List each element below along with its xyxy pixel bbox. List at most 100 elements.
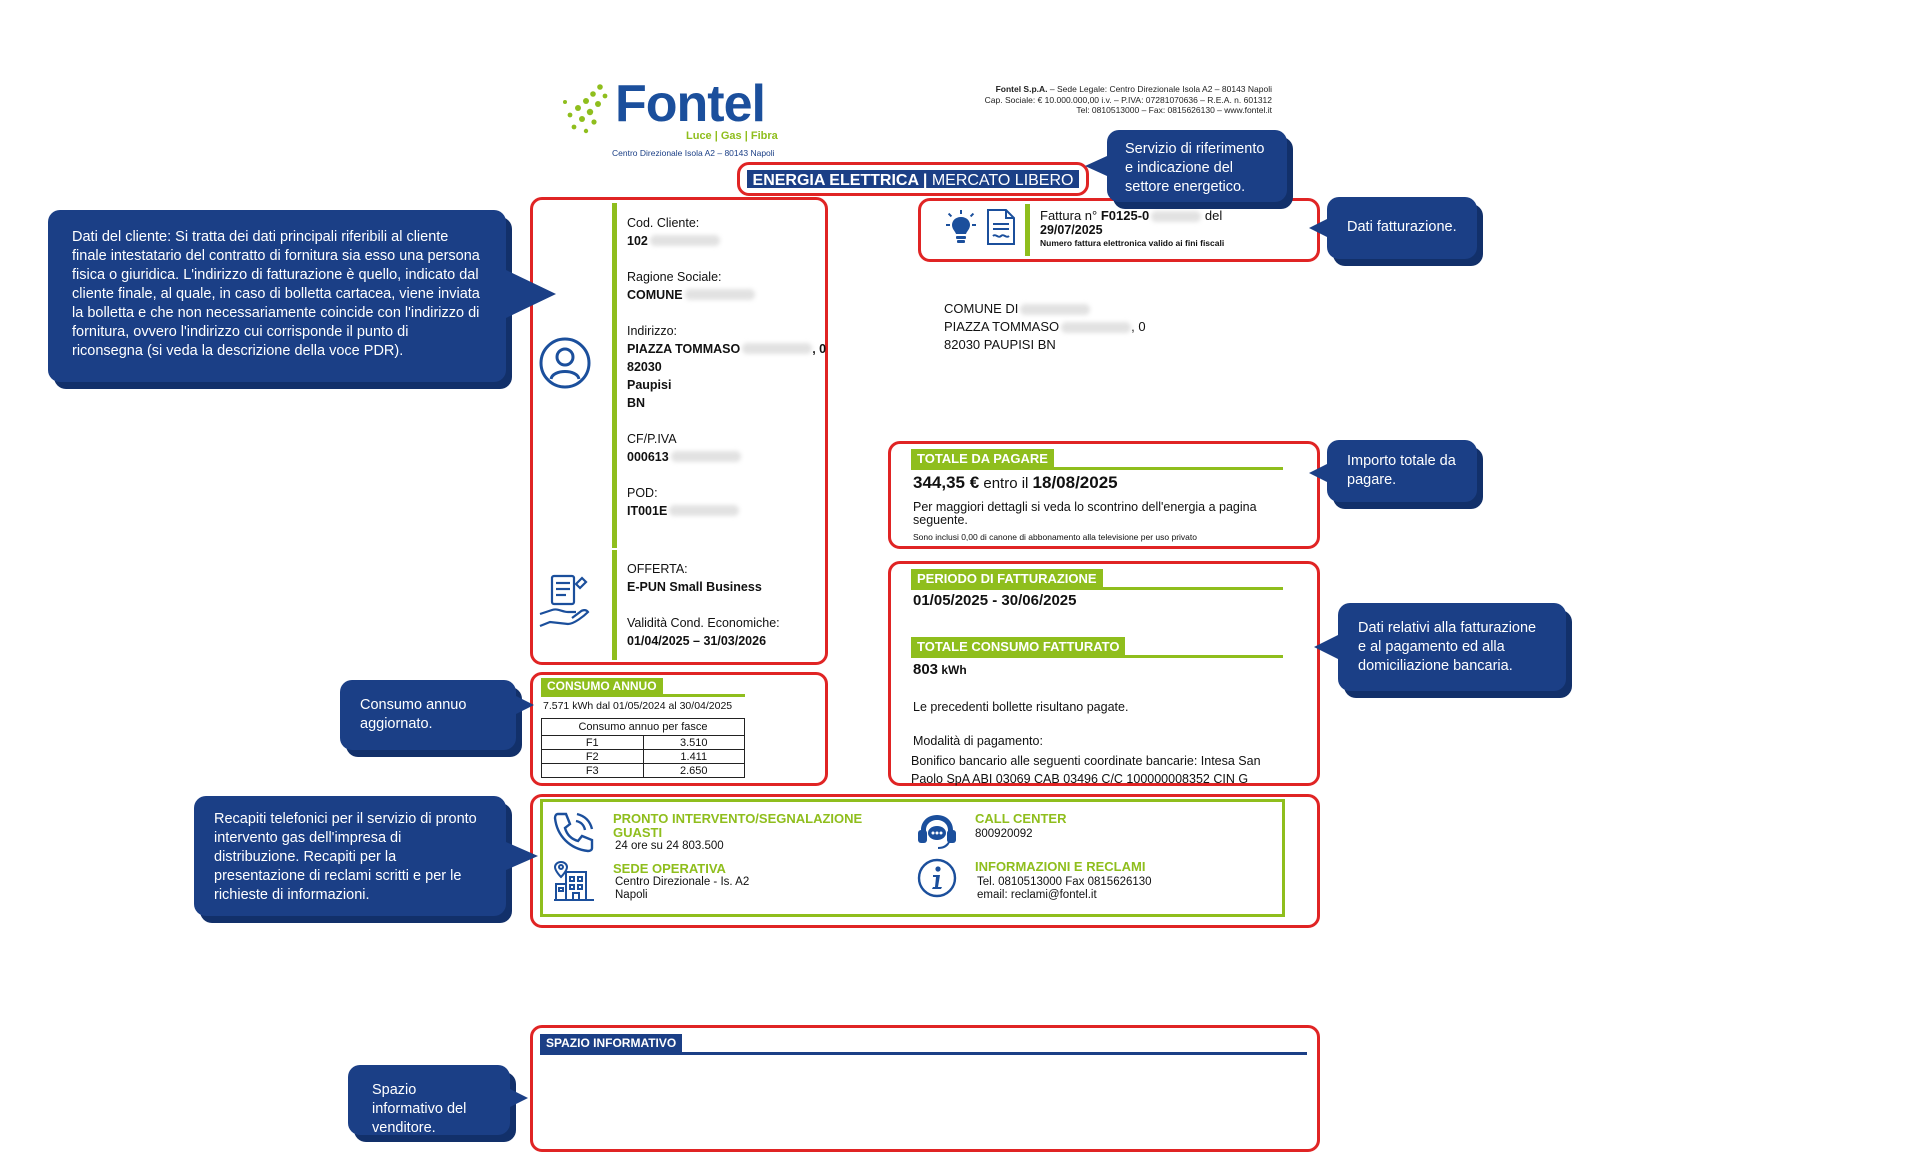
callout-annual-consumption-text: Consumo annuo aggiornato.	[360, 697, 467, 732]
company-info-line3: Tel: 0810513000 – Fax: 0815626130 – www.…	[1076, 105, 1272, 115]
company-info-line2: Cap. Sociale: € 10.000.000,00 i.v. – P.I…	[984, 94, 1272, 105]
total-due-amount-row: 344,35 € entro il 18/08/2025	[913, 472, 1118, 495]
validity-value: 01/04/2025 – 31/03/2026	[627, 634, 767, 648]
invoice-note: Numero fattura elettronica valido ai fin…	[1040, 238, 1225, 248]
valore-cell: 1.411	[642, 749, 745, 764]
total-entro: entro il	[979, 475, 1033, 492]
client-code-row: 102	[627, 232, 827, 250]
indirizzo-street-end: , 0	[812, 342, 827, 356]
callout-invoice-data-text: Dati fatturazione.	[1347, 219, 1457, 235]
client-details: Cod. Cliente: 102 Ragione Sociale: COMUN…	[627, 214, 827, 520]
callout-total-amount-text: Importo totale da pagare.	[1347, 453, 1456, 488]
billing-period-rule	[911, 587, 1283, 590]
invoice-green-bar	[1025, 204, 1030, 256]
sede-line1: Centro Direzionale - Is. A2	[615, 876, 750, 888]
total-consumption-header: TOTALE CONSUMO FATTURATO	[911, 637, 1126, 656]
info-title: INFORMAZIONI E RECLAMI	[975, 859, 1146, 874]
invoice-number: F0125-0	[1100, 208, 1150, 223]
callout-contacts: Recapiti telefonici per il servizio di p…	[194, 796, 538, 916]
call-center-number: 800920092	[975, 828, 1033, 840]
indirizzo-street: PIAZZA TOMMASO	[627, 342, 741, 356]
total-due-date: 18/08/2025	[1032, 473, 1118, 492]
offer-details: OFFERTA: E-PUN Small Business Validità C…	[627, 560, 827, 650]
offer-value: E-PUN Small Business	[627, 580, 762, 594]
pod-row: IT001E	[627, 502, 827, 520]
info-icon	[917, 858, 957, 898]
total-consumption-rule	[911, 655, 1283, 658]
info-space-box	[530, 1025, 1320, 1152]
callout-invoice-data: Dati fatturazione.	[1309, 197, 1477, 259]
lightbulb-icon	[946, 210, 976, 243]
service-type: ENERGIA ELETTRICA |	[752, 172, 928, 189]
fascia-cell: F3	[541, 763, 644, 778]
redacted-mark	[1020, 304, 1091, 316]
client-green-bar	[612, 203, 617, 548]
invoice-number-prefix: Fattura n°	[1040, 208, 1101, 223]
recipient-line2: PIAZZA TOMMASO	[944, 319, 1060, 334]
total-consumption-row: 803 kWh	[913, 661, 967, 679]
contract-hand-icon	[539, 574, 590, 628]
info-space-rule	[540, 1052, 1307, 1055]
pod-label: POD:	[627, 486, 658, 500]
offer-green-bar	[612, 550, 617, 660]
payment-method-value: Bonifico bancario alle seguenti coordina…	[911, 754, 1261, 786]
info-reclami-contact: INFORMAZIONI E RECLAMI Tel. 0810513000 F…	[975, 860, 1265, 902]
headset-icon	[918, 815, 956, 849]
offer-label: OFFERTA:	[627, 562, 688, 576]
billing-period-box	[888, 561, 1320, 786]
redacted-mark	[1061, 322, 1132, 334]
callout-arrow	[506, 842, 538, 870]
company-info-line1: Fontel S.p.A. – Sede Legale: Centro Dire…	[900, 84, 1272, 95]
company-legal-seat: – Sede Legale: Centro Direzionale Isola …	[1047, 84, 1272, 94]
callout-arrow	[516, 696, 534, 714]
user-icon	[539, 337, 591, 389]
callout-service-text: Servizio di riferimento e indicazione de…	[1125, 141, 1265, 195]
company-info: Fontel S.p.A. – Sede Legale: Centro Dire…	[900, 84, 1272, 116]
invoice-details: Fattura n° F0125-0 del 29/07/2025 Numero…	[1040, 208, 1310, 249]
table-title: Consumo annuo per fasce	[541, 718, 745, 736]
callout-info-space-text: Spazio informativo del venditore.	[372, 1082, 467, 1136]
total-due-box	[888, 441, 1320, 549]
callout-service: Servizio di riferimento e indicazione de…	[1085, 130, 1287, 202]
logo-dots-icon	[563, 84, 608, 134]
client-code-value: 102	[627, 234, 648, 248]
pod-value: IT001E	[627, 504, 668, 518]
callout-total-amount: Importo totale da pagare.	[1309, 440, 1477, 502]
previous-bills-status: Le precedenti bollette risultano pagate.	[913, 700, 1129, 714]
sede-line2: Napoli	[615, 889, 648, 901]
contacts-box	[540, 799, 1285, 917]
ragione-sociale-label: Ragione Sociale:	[627, 270, 722, 284]
billing-period-header: PERIODO DI FATTURAZIONE	[911, 569, 1103, 588]
callout-contacts-text: Recapiti telefonici per il servizio di p…	[214, 811, 477, 903]
valore-cell: 3.510	[642, 735, 745, 750]
sede-operativa-contact: SEDE OPERATIVA Centro Direzionale - Is. …	[613, 862, 903, 902]
fascia-cell: F1	[541, 735, 644, 750]
annual-consumption-rule	[541, 694, 745, 697]
callout-billing-payment-text: Dati relativi alla fatturazione e al pag…	[1358, 620, 1537, 674]
recipient-line1: COMUNE DI	[944, 301, 1019, 316]
invoice-del: del	[1204, 208, 1223, 223]
ragione-sociale-value: COMUNE	[627, 288, 683, 302]
info-line2: email: reclami@fontel.it	[977, 889, 1097, 901]
total-due-header: TOTALE DA PAGARE	[911, 449, 1054, 468]
callout-client-data: Dati del cliente: Si tratta dei dati pri…	[48, 210, 556, 382]
annual-consumption-header: CONSUMO ANNUO	[541, 678, 663, 695]
callout-arrow	[506, 270, 556, 318]
info-space-header: SPAZIO INFORMATIVO	[540, 1034, 683, 1053]
recipient-line1-row: COMUNE DI	[944, 300, 1146, 318]
indirizzo-province: BN	[627, 396, 646, 410]
call-center-contact: CALL CENTER 800920092	[975, 812, 1255, 841]
total-consumption-value: 803	[913, 661, 939, 678]
logo-wordmark: Fontel	[615, 75, 766, 133]
callout-client-data-text: Dati del cliente: Si tratta dei dati pri…	[72, 229, 480, 359]
billing-period-value: 01/05/2025 - 30/06/2025	[913, 592, 1077, 609]
info-line1: Tel. 0810513000 Fax 0815626130	[977, 876, 1152, 888]
call-center-title: CALL CENTER	[975, 811, 1067, 826]
logo-address: Centro Direzionale Isola A2 – 80143 Napo…	[612, 148, 775, 158]
client-code-label: Cod. Cliente:	[627, 216, 700, 230]
emergency-title: PRONTO INTERVENTO/SEGNALAZIONE GUASTI	[613, 811, 863, 840]
total-due-note: Sono inclusi 0,00 di canone di abbonamen…	[913, 532, 1197, 542]
total-consumption-unit: kWh	[938, 663, 967, 677]
